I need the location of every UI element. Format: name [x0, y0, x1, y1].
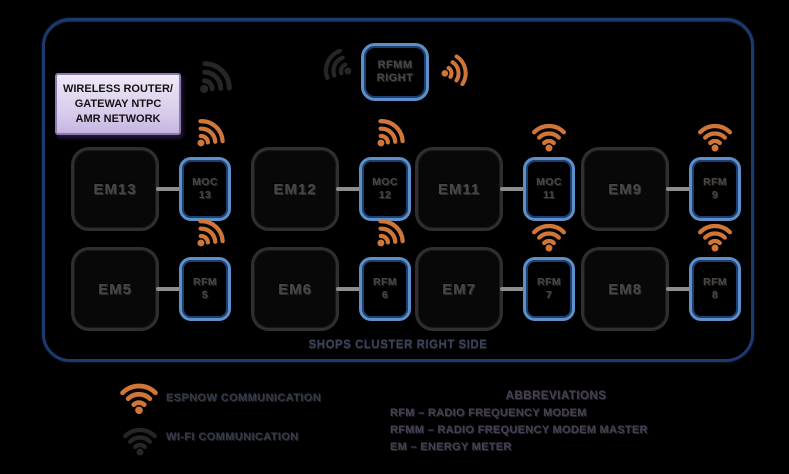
meter-pair-em11: EM11 MOC 11 [415, 147, 575, 231]
em-label: EM6 [278, 280, 312, 298]
espnow-wifi-icon [361, 106, 416, 161]
modem-label-line1: MOC [536, 176, 562, 188]
modem-label-line1: RFM [373, 276, 397, 288]
modem-label-line2: 9 [711, 189, 719, 201]
wifi-icon [119, 421, 161, 459]
espnow-wifi-icon [116, 376, 162, 418]
em-label: EM13 [93, 180, 137, 198]
connector-line [500, 187, 526, 191]
meter-pair-em5: EM5 RFM 5 [71, 247, 231, 331]
connector-line [336, 287, 362, 291]
meter-pair-em9: EM9 RFM 9 [581, 147, 741, 231]
espnow-wifi-icon [434, 49, 477, 94]
espnow-wifi-icon [695, 217, 735, 255]
router-label-box: WIRELESS ROUTER/ GATEWAY NTPC AMR NETWOR… [55, 73, 181, 135]
node-rfm5: RFM 5 [179, 257, 231, 321]
node-em7: EM7 [415, 247, 503, 331]
node-em13: EM13 [71, 147, 159, 231]
em-label: EM7 [442, 280, 476, 298]
wifi-icon [182, 47, 246, 111]
modem-label-line2: 6 [381, 289, 389, 301]
modem-label-line2: 5 [201, 289, 209, 301]
modem-label-line1: RFM [703, 176, 727, 188]
espnow-wifi-icon [529, 117, 569, 155]
modem-label-line1: RFM [703, 276, 727, 288]
espnow-wifi-icon [181, 106, 236, 161]
modem-label-line1: RFM [537, 276, 561, 288]
meter-pair-em13: EM13 MOC 13 [71, 147, 231, 231]
em-label: EM9 [608, 180, 642, 198]
connector-line [336, 187, 362, 191]
connector-line [666, 287, 692, 291]
meter-pair-em12: EM12 MOC 12 [251, 147, 411, 231]
abbreviation-item: EM – ENERGY METER [390, 441, 512, 453]
router-label-line1: WIRELESS ROUTER/ [62, 82, 173, 95]
wifi-icon [311, 40, 362, 92]
modem-label-line1: RFM [193, 276, 217, 288]
master-node-label-line1: RFMM [377, 59, 413, 71]
em-label: EM8 [608, 280, 642, 298]
abbreviation-item: RFMM – RADIO FREQUENCY MODEM MASTER [390, 424, 648, 436]
node-rfm6: RFM 6 [359, 257, 411, 321]
em-label: EM12 [273, 180, 317, 198]
modem-label-line2: 8 [711, 289, 719, 301]
modem-label-line1: MOC [372, 176, 398, 188]
node-em9: EM9 [581, 147, 669, 231]
cluster-caption: SHOPS CLUSTER RIGHT SIDE [308, 339, 488, 351]
node-rfm8: RFM 8 [689, 257, 741, 321]
meter-pair-em7: EM7 RFM 7 [415, 247, 575, 331]
node-rfm9: RFM 9 [689, 157, 741, 221]
node-rfmm-right: RFMM RIGHT [361, 43, 429, 101]
espnow-wifi-icon [529, 217, 569, 255]
cluster-boundary: RFMM RIGHT WIRELESS ROUTER/ GATEWAY NTPC… [42, 18, 754, 362]
abbreviations-title: ABBREVIATIONS [505, 390, 607, 402]
master-node-label-line2: RIGHT [376, 72, 414, 84]
connector-line [500, 287, 526, 291]
connector-line [666, 187, 692, 191]
modem-label-line2: 11 [543, 189, 555, 201]
legend-espnow-label: ESPNOW COMMUNICATION [166, 392, 322, 404]
abbreviation-item: RFM – RADIO FREQUENCY MODEM [390, 407, 587, 419]
espnow-wifi-icon [695, 117, 735, 155]
node-em6: EM6 [251, 247, 339, 331]
connector-line [156, 187, 182, 191]
modem-label-line2: 13 [198, 189, 212, 201]
connector-line [156, 287, 182, 291]
abbreviations-block: ABBREVIATIONS RFM – RADIO FREQUENCY MODE… [390, 390, 722, 456]
node-em8: EM8 [581, 247, 669, 331]
modem-label-line1: MOC [192, 176, 218, 188]
node-rfm7: RFM 7 [523, 257, 575, 321]
legend-wifi-label: WI-FI COMMUNICATION [166, 431, 299, 443]
em-label: EM5 [98, 280, 132, 298]
modem-label-line2: 12 [378, 189, 392, 201]
modem-label-line2: 7 [545, 289, 553, 301]
meter-pair-em6: EM6 RFM 6 [251, 247, 411, 331]
meter-pair-em8: EM8 RFM 8 [581, 247, 741, 331]
node-em12: EM12 [251, 147, 339, 231]
router-label-line3: AMR NETWORK [75, 112, 161, 125]
router-label-line2: GATEWAY NTPC [74, 97, 162, 110]
node-moc11: MOC 11 [523, 157, 575, 221]
node-em5: EM5 [71, 247, 159, 331]
em-label: EM11 [437, 180, 481, 198]
node-em11: EM11 [415, 147, 503, 231]
